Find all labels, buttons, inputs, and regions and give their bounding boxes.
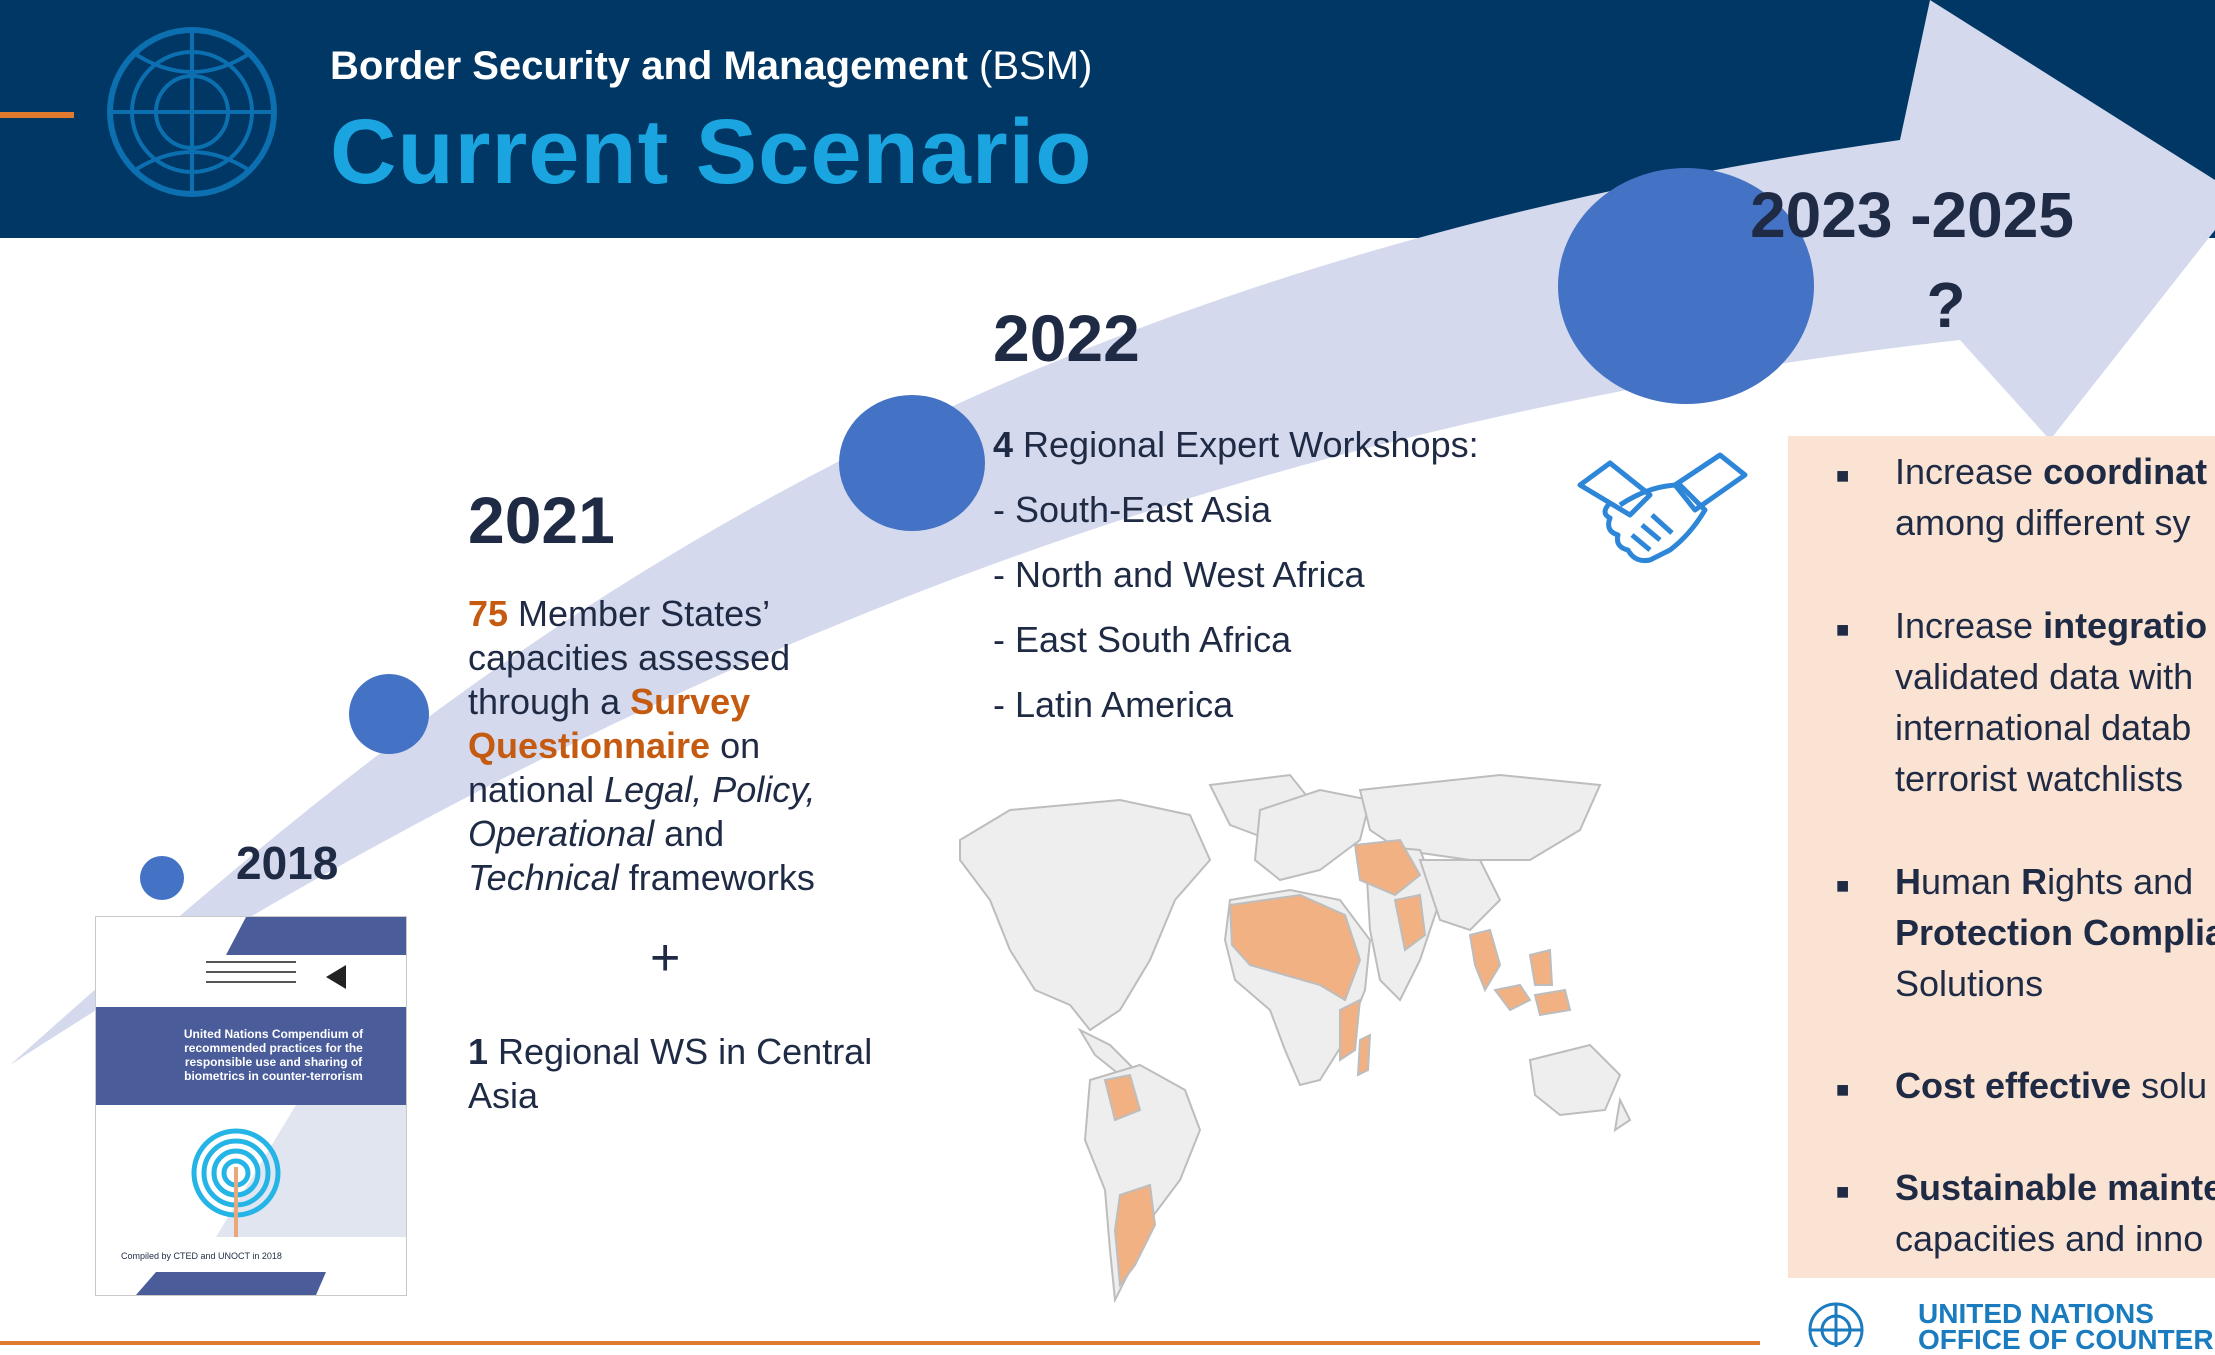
region-item: - South-East Asia	[993, 489, 1272, 530]
year-2023-question-mark: ?	[1926, 269, 1966, 341]
region-item: - Latin America	[993, 684, 1234, 725]
un-footer-text-line2: OFFICE OF COUNTER	[1918, 1324, 2214, 1355]
bullet-icon: ■	[1836, 873, 1850, 898]
block-2022-title: 4 Regional Expert Workshops:	[993, 424, 1479, 465]
block-2021-workshop: 1 Regional WS in Central Asia	[468, 1031, 873, 1116]
un-emblem-icon	[107, 27, 277, 197]
footer-accent-line	[0, 1341, 1760, 1345]
milestone-2021-circle	[349, 674, 429, 754]
compendium-cover-image: United Nations Compendium of recommended…	[95, 916, 407, 1296]
un-footer-text-line1: UNITED NATIONS	[1918, 1298, 2154, 1329]
bullet-icon: ■	[1836, 1077, 1850, 1102]
year-2022-label: 2022	[993, 301, 1140, 375]
bullet-icon: ■	[1836, 1179, 1850, 1204]
un-footer-emblem-icon	[1808, 1302, 1864, 1347]
region-item: - North and West Africa	[993, 554, 1365, 595]
handshake-icon	[1577, 452, 1748, 563]
compendium-footer: Compiled by CTED and UNOCT in 2018	[121, 1251, 282, 1261]
bullet-icon: ■	[1836, 463, 1850, 488]
world-map	[959, 773, 1632, 1304]
header-subtitle: Border Security and Management (BSM)	[330, 44, 1093, 88]
block-2022-text: 4 Regional Expert Workshops: - South-Eas…	[993, 412, 1479, 737]
page-title: Current Scenario	[330, 101, 1093, 203]
milestone-2023-circle	[1558, 168, 1814, 404]
milestone-2018-circle	[140, 856, 184, 900]
compendium-title: United Nations Compendium of recommended…	[183, 1027, 364, 1083]
bullet-icon: ■	[1836, 617, 1850, 642]
block-2021-text: 75 Member States’ capacities assessed th…	[468, 593, 816, 898]
region-item: - East South Africa	[993, 619, 1292, 660]
header-accent-line	[0, 112, 74, 118]
milestone-2022-circle	[839, 395, 985, 531]
compendium-cover-graphic	[96, 917, 406, 1295]
year-2018-label: 2018	[236, 837, 339, 889]
plus-sign: +	[650, 929, 681, 987]
year-2023-2025-label: 2023 -2025	[1750, 179, 2074, 251]
year-2021-label: 2021	[468, 483, 615, 557]
